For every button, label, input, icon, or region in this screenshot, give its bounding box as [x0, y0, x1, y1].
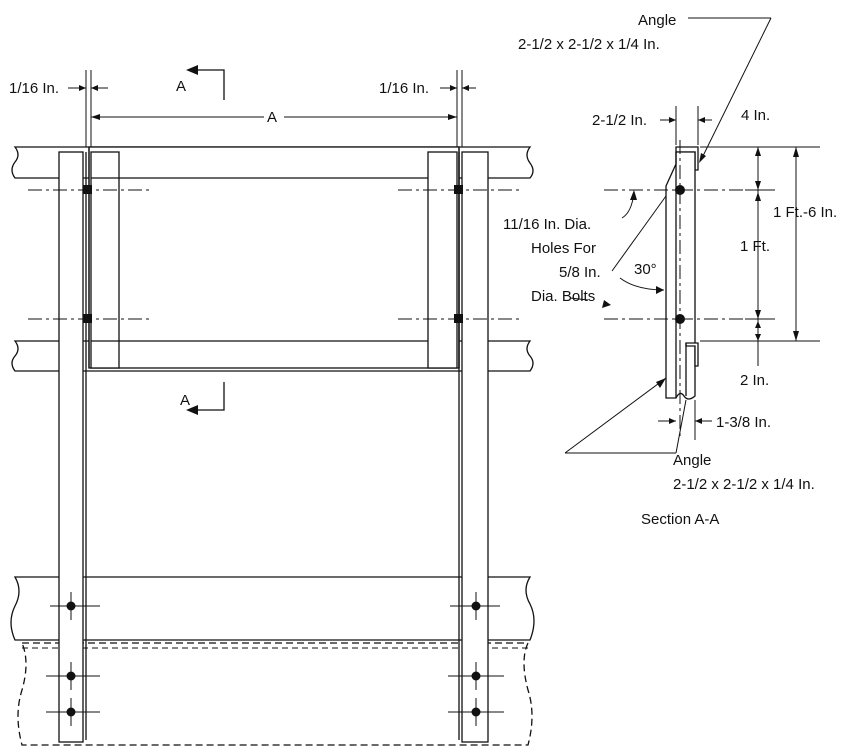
elevation-view: 1/16 In. 1/16 In. A A A: [9, 65, 535, 746]
bolt-group-left: [46, 592, 100, 726]
angle-bottom-line2: 2-1/2 x 2-1/2 x 1/4 In.: [673, 476, 815, 493]
splice-frame: [88, 146, 460, 369]
bolt-square: [454, 185, 463, 194]
bevel-angle-label: 30°: [634, 261, 657, 278]
bottom-dashed-member: [17, 642, 533, 746]
section-marker-bottom: A: [180, 392, 190, 409]
section-title: Section A-A: [641, 511, 719, 528]
section-bolt-hole: [675, 314, 685, 324]
left-post: [58, 151, 84, 743]
bolt-square: [83, 185, 92, 194]
dim-a-label: A: [267, 109, 277, 126]
dim-4in-label: 4 In.: [741, 107, 770, 124]
bottom-member: [10, 576, 535, 641]
dim-total-label: 1 Ft.-6 In.: [773, 204, 837, 221]
leg-width-label: 2-1/2 In.: [592, 112, 647, 129]
section-marker-top: A: [176, 78, 186, 95]
angle-bottom-line1: Angle: [673, 452, 711, 469]
angle-top-line1: Angle: [638, 12, 676, 29]
section-a-a-view: 4 In. 1 Ft. 2 In. 1 Ft.-6 In. 2-1/2 In. …: [503, 12, 837, 528]
bolt-square: [454, 314, 463, 323]
gap-left-label: 1/16 In.: [9, 80, 59, 97]
section-bolt-hole: [675, 185, 685, 195]
splice-frame-left-angle: [90, 151, 120, 369]
bolt-group-right: [448, 592, 504, 726]
holes-line1: 11/16 In. Dia.: [503, 216, 591, 233]
gap-right-label: 1/16 In.: [379, 80, 429, 97]
holes-line2: Holes For: [531, 240, 596, 257]
holes-line3: 5/8 In.: [559, 264, 601, 281]
holes-line4: Dia. Bolts: [531, 288, 595, 305]
bolt-square: [83, 314, 92, 323]
splice-frame-right-angle: [427, 151, 458, 369]
dim-1ft-label: 1 Ft.: [740, 238, 770, 255]
right-post: [461, 151, 489, 743]
dim-edge-label: 1-3/8 In.: [716, 414, 771, 431]
angle-top-line2: 2-1/2 x 2-1/2 x 1/4 In.: [518, 36, 660, 53]
dim-2in-label: 2 In.: [740, 372, 769, 389]
